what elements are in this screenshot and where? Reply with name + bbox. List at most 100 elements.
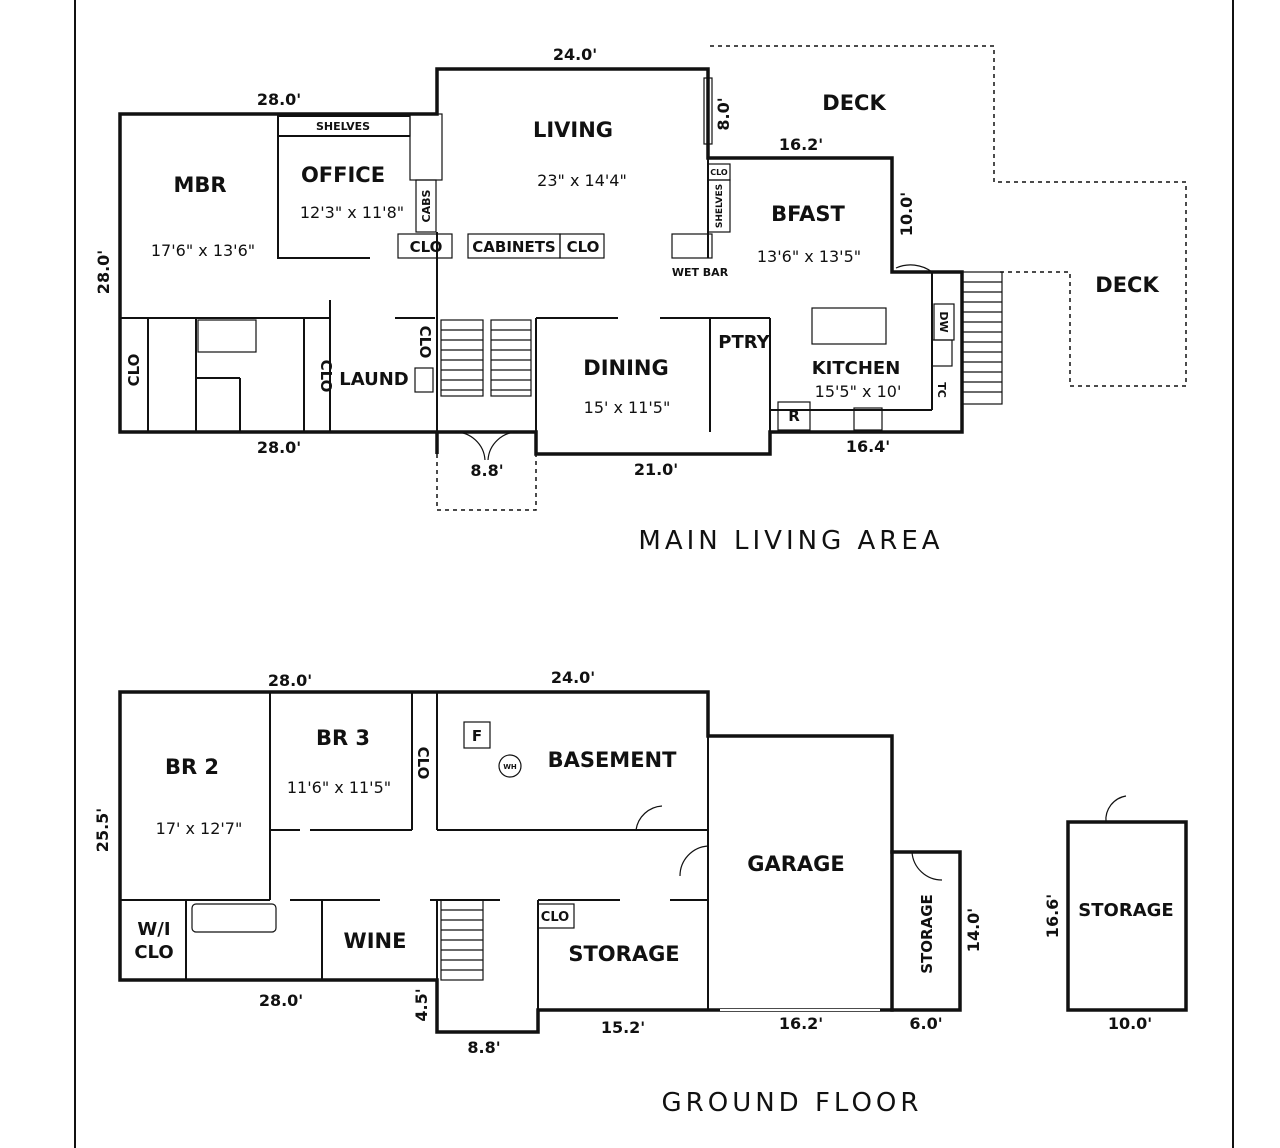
kitchen-island (811, 307, 887, 345)
room-ptry-name: PTRY (718, 332, 770, 353)
deck-stairs (961, 271, 1003, 405)
dim-ground-top-basement: 24.0' (551, 668, 595, 687)
room-bfast-size: 13'6" x 13'5" (757, 247, 861, 266)
dim-main-bfast-side: 10.0' (897, 192, 916, 236)
label-cabinets: CABINETS (472, 238, 555, 256)
dim-main-bottom-left: 28.0' (257, 438, 301, 457)
clo-block-b (559, 233, 605, 259)
stairs-right (490, 319, 532, 397)
ground-floor-title: GROUND FLOOR (662, 1088, 923, 1118)
main-exterior-wall (118, 67, 964, 456)
dim-main-bfast-top: 16.2' (779, 135, 823, 154)
laund-sink (414, 367, 434, 393)
label-clo-br3: CLO (414, 747, 432, 780)
dim-main-entry: 8.8' (470, 461, 503, 480)
water-heater-icon (498, 754, 522, 778)
room-laund-name: LAUND (339, 369, 408, 390)
garage-door (679, 845, 709, 877)
room-wi-clo-line1: W/I (137, 919, 170, 940)
label-clo-small: CLO (710, 168, 728, 177)
main-floor-title: MAIN LIVING AREA (638, 526, 943, 556)
label-tc: TC (935, 382, 948, 398)
dim-main-kitchen-bottom: 16.4' (846, 437, 890, 456)
deck-window (703, 77, 713, 145)
label-clo-b: CLO (567, 238, 600, 256)
room-storage-detached-name: STORAGE (1078, 900, 1173, 921)
room-dining-name: DINING (583, 356, 668, 380)
room-bfast-name: BFAST (771, 202, 845, 226)
clo-storage-box (537, 903, 575, 929)
room-storage-narrow-name: STORAGE (918, 894, 936, 974)
ground-exterior-wall (118, 690, 894, 1034)
room-storage-main-name: STORAGE (568, 942, 679, 966)
room-office-size: 12'3" x 11'8" (300, 203, 404, 222)
room-br2-name: BR 2 (165, 755, 219, 779)
label-clo-left: CLO (125, 354, 143, 387)
room-mbr-size: 17'6" x 13'6" (151, 241, 255, 260)
room-kitchen-name: KITCHEN (812, 358, 901, 379)
room-kitchen-size: 15'5" x 10' (815, 382, 902, 401)
label-furnace: F (472, 727, 482, 745)
dim-main-dining-bottom: 21.0' (634, 460, 678, 479)
room-living-name: LIVING (533, 118, 613, 142)
room-office-name: OFFICE (301, 163, 385, 187)
label-clo-storage: CLO (541, 910, 569, 925)
dim-ground-garage-bottom: 16.2' (779, 1014, 823, 1033)
dim-ground-left-side: 25.5' (93, 808, 112, 852)
fireplace (409, 113, 443, 181)
detached-storage-door (1105, 795, 1127, 823)
room-dining-size: 15' x 11'5" (584, 398, 671, 417)
label-shelves-v: SHELVES (715, 184, 725, 228)
dim-ground-narrow-bottom: 6.0' (909, 1014, 942, 1033)
dim-ground-storage-bottom: 15.2' (601, 1018, 645, 1037)
label-r: R (788, 407, 800, 425)
deck-outline (710, 45, 1187, 387)
dim-ground-detached-bottom: 10.0' (1108, 1014, 1152, 1033)
room-wi-clo-line2: CLO (134, 942, 173, 963)
main-interior-walls (120, 114, 933, 432)
shelves-block (277, 115, 411, 137)
room-br3-size: 11'6" x 11'5" (287, 778, 391, 797)
basement-door (635, 805, 663, 831)
dim-ground-narrow-side: 14.0' (964, 908, 983, 952)
label-cabs: CABS (420, 189, 433, 222)
bfast-door (895, 264, 933, 273)
dim-ground-stair-side: 4.5' (412, 988, 431, 1021)
kitchen-sink (931, 339, 953, 367)
room-basement-name: BASEMENT (548, 748, 678, 772)
room-wine-name: WINE (344, 929, 407, 953)
wet-bar-sink (671, 233, 713, 259)
room-br3-name: BR 3 (316, 726, 370, 750)
room-br2-size: 17' x 12'7" (156, 819, 243, 838)
room-deck-upper-name: DECK (822, 91, 886, 115)
dim-main-top-living: 24.0' (553, 45, 597, 64)
ground-floor-plan: BR 2 17' x 12'7" BR 3 11'6" x 11'5" BASE… (93, 668, 1188, 1118)
range (853, 407, 883, 431)
front-door (454, 431, 519, 461)
dim-main-left-side: 28.0' (94, 250, 113, 294)
shower (197, 319, 257, 353)
clo-block-a (397, 233, 453, 259)
dim-ground-detached-side: 16.6' (1043, 894, 1062, 938)
label-clo-mid: CLO (317, 360, 335, 393)
fridge (777, 401, 811, 431)
stairs-left (440, 319, 484, 397)
entry-porch-outline (436, 454, 537, 511)
cabs-block (415, 179, 437, 233)
dim-main-top-left: 28.0' (257, 90, 301, 109)
shelves-v-block (707, 179, 731, 233)
narrow-storage-wall (890, 850, 962, 1012)
label-shelves: SHELVES (316, 120, 370, 133)
room-mbr-name: MBR (173, 173, 226, 197)
room-deck-right-name: DECK (1095, 273, 1159, 297)
furnace-box (463, 721, 491, 749)
room-living-size: 23" x 14'4" (537, 171, 627, 190)
bathtub (191, 903, 277, 933)
ground-stairs (440, 899, 484, 981)
label-clo-laund: CLO (416, 326, 434, 359)
dim-ground-stair-bottom: 8.8' (467, 1038, 500, 1057)
dim-ground-bottom-left: 28.0' (259, 991, 303, 1010)
dim-main-deck-side: 8.0' (714, 97, 733, 130)
detached-storage-wall (1066, 820, 1188, 1012)
